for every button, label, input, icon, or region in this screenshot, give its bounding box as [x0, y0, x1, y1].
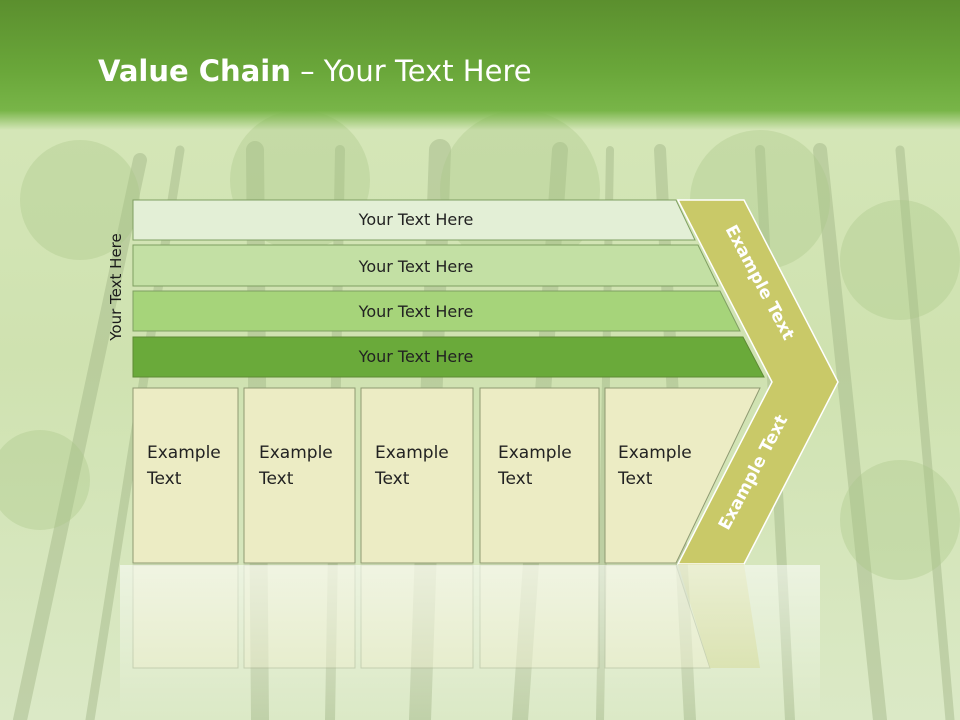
box-2-line2: Text	[258, 469, 294, 489]
box-3-line1: Example	[375, 443, 449, 463]
box-2-line1: Example	[259, 443, 333, 463]
bar-3-label: Your Text Here	[358, 302, 474, 321]
box-5-line2: Text	[617, 469, 653, 489]
title-bold: Value Chain	[98, 54, 291, 88]
box-3: Example Text	[360, 387, 474, 564]
box-5-line1: Example	[618, 443, 692, 463]
box-3-line2: Text	[374, 469, 410, 489]
box-4: Example Text	[479, 387, 600, 564]
title-rest: – Your Text Here	[290, 54, 532, 88]
box-4-line1: Example	[498, 443, 572, 463]
bar-4: Your Text Here	[132, 336, 765, 378]
box-4-line2: Text	[497, 469, 533, 489]
bar-2-label: Your Text Here	[358, 257, 474, 276]
bar-3: Your Text Here	[132, 290, 741, 332]
bar-1-label: Your Text Here	[358, 210, 474, 229]
bar-1: Your Text Here	[132, 199, 696, 241]
box-5: Example Text	[604, 387, 761, 564]
box-2: Example Text	[243, 387, 356, 564]
reflection-fade	[120, 565, 820, 720]
bar-2: Your Text Here	[132, 244, 719, 287]
box-1-line1: Example	[147, 443, 221, 463]
box-1-line2: Text	[146, 469, 182, 489]
page-title: Value Chain – Your Text Here	[98, 54, 532, 88]
header-band	[0, 0, 960, 130]
bar-4-label: Your Text Here	[358, 347, 474, 366]
chevron-arrow	[676, 199, 839, 565]
box-1: Example Text	[132, 387, 239, 564]
